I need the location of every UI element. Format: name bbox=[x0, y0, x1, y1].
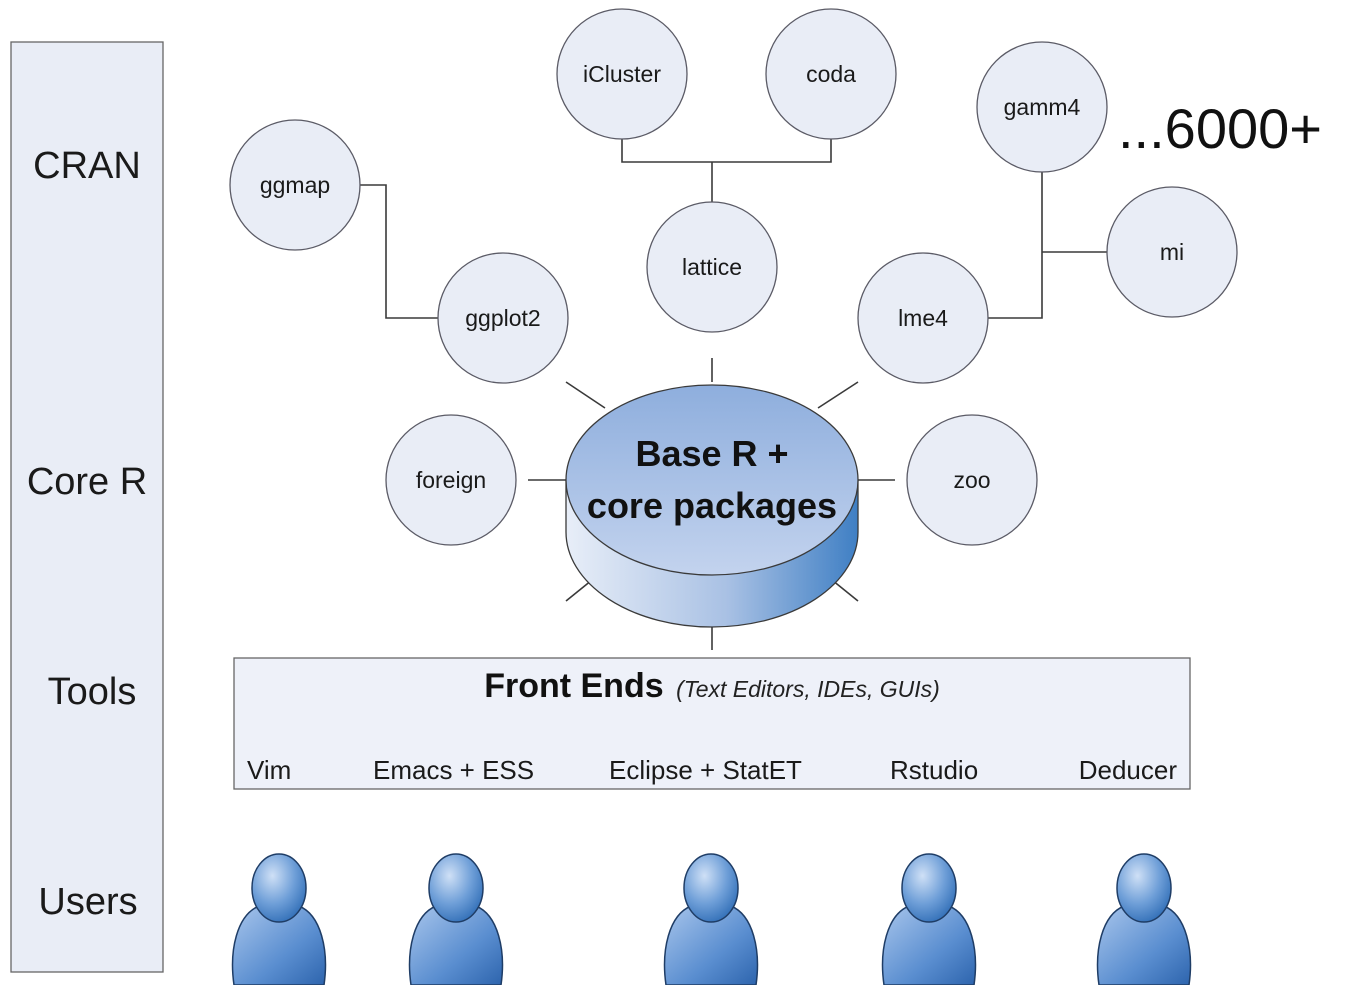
user-icon bbox=[1096, 853, 1192, 985]
package-gamm4: gamm4 bbox=[976, 41, 1108, 173]
user-icon bbox=[663, 853, 759, 985]
front-end-item: Rstudio bbox=[890, 755, 978, 785]
front-ends-title: Front Ends bbox=[484, 667, 663, 705]
package-zoo: zoo bbox=[906, 414, 1038, 546]
package-ggplot2: ggplot2 bbox=[437, 252, 569, 384]
package-label: mi bbox=[1160, 239, 1184, 265]
package-label: iCluster bbox=[583, 61, 661, 87]
package-icluster: iCluster bbox=[556, 8, 688, 140]
user-icon bbox=[231, 853, 327, 985]
layer-label-cran: CRAN bbox=[33, 145, 141, 187]
package-foreign: foreign bbox=[385, 414, 517, 546]
users-row bbox=[231, 853, 1192, 985]
package-lattice: lattice bbox=[646, 201, 778, 333]
package-ggmap: ggmap bbox=[229, 119, 361, 251]
layer-label-tools: Tools bbox=[48, 671, 137, 713]
package-label: ggplot2 bbox=[465, 305, 540, 331]
front-ends-heading: Front Ends (Text Editors, IDEs, GUIs) bbox=[484, 667, 940, 705]
package-label: coda bbox=[806, 61, 856, 87]
front-end-item: Eclipse + StatET bbox=[609, 755, 802, 785]
front-end-item: Deducer bbox=[1079, 755, 1178, 785]
package-lme4: lme4 bbox=[857, 252, 989, 384]
user-icon bbox=[881, 853, 977, 985]
package-connectors bbox=[360, 138, 1107, 319]
front-ends-subtitle: (Text Editors, IDEs, GUIs) bbox=[676, 676, 940, 702]
package-label: foreign bbox=[416, 467, 486, 493]
front-end-item: Vim bbox=[247, 755, 291, 785]
package-label: lattice bbox=[682, 254, 742, 280]
package-label: lme4 bbox=[898, 305, 948, 331]
package-mi: mi bbox=[1106, 186, 1238, 318]
base-r-cylinder: Base R + core packages bbox=[565, 384, 859, 628]
layer-label-users: Users bbox=[38, 881, 137, 923]
user-icon bbox=[408, 853, 504, 985]
package-label: gamm4 bbox=[1004, 94, 1081, 120]
layer-bar bbox=[10, 41, 164, 973]
package-label: ggmap bbox=[260, 172, 330, 198]
front-ends-box: Front Ends (Text Editors, IDEs, GUIs) Vi… bbox=[233, 657, 1191, 790]
package-coda: coda bbox=[765, 8, 897, 140]
base-r-label-line1: Base R + bbox=[635, 433, 788, 474]
front-end-item: Emacs + ESS bbox=[373, 755, 534, 785]
base-spokes bbox=[528, 358, 895, 650]
base-r-label-line2: core packages bbox=[587, 485, 837, 526]
package-count-label: ...6000+ bbox=[1118, 97, 1322, 160]
package-label: zoo bbox=[953, 467, 990, 493]
layer-label-core-r: Core R bbox=[27, 461, 147, 503]
